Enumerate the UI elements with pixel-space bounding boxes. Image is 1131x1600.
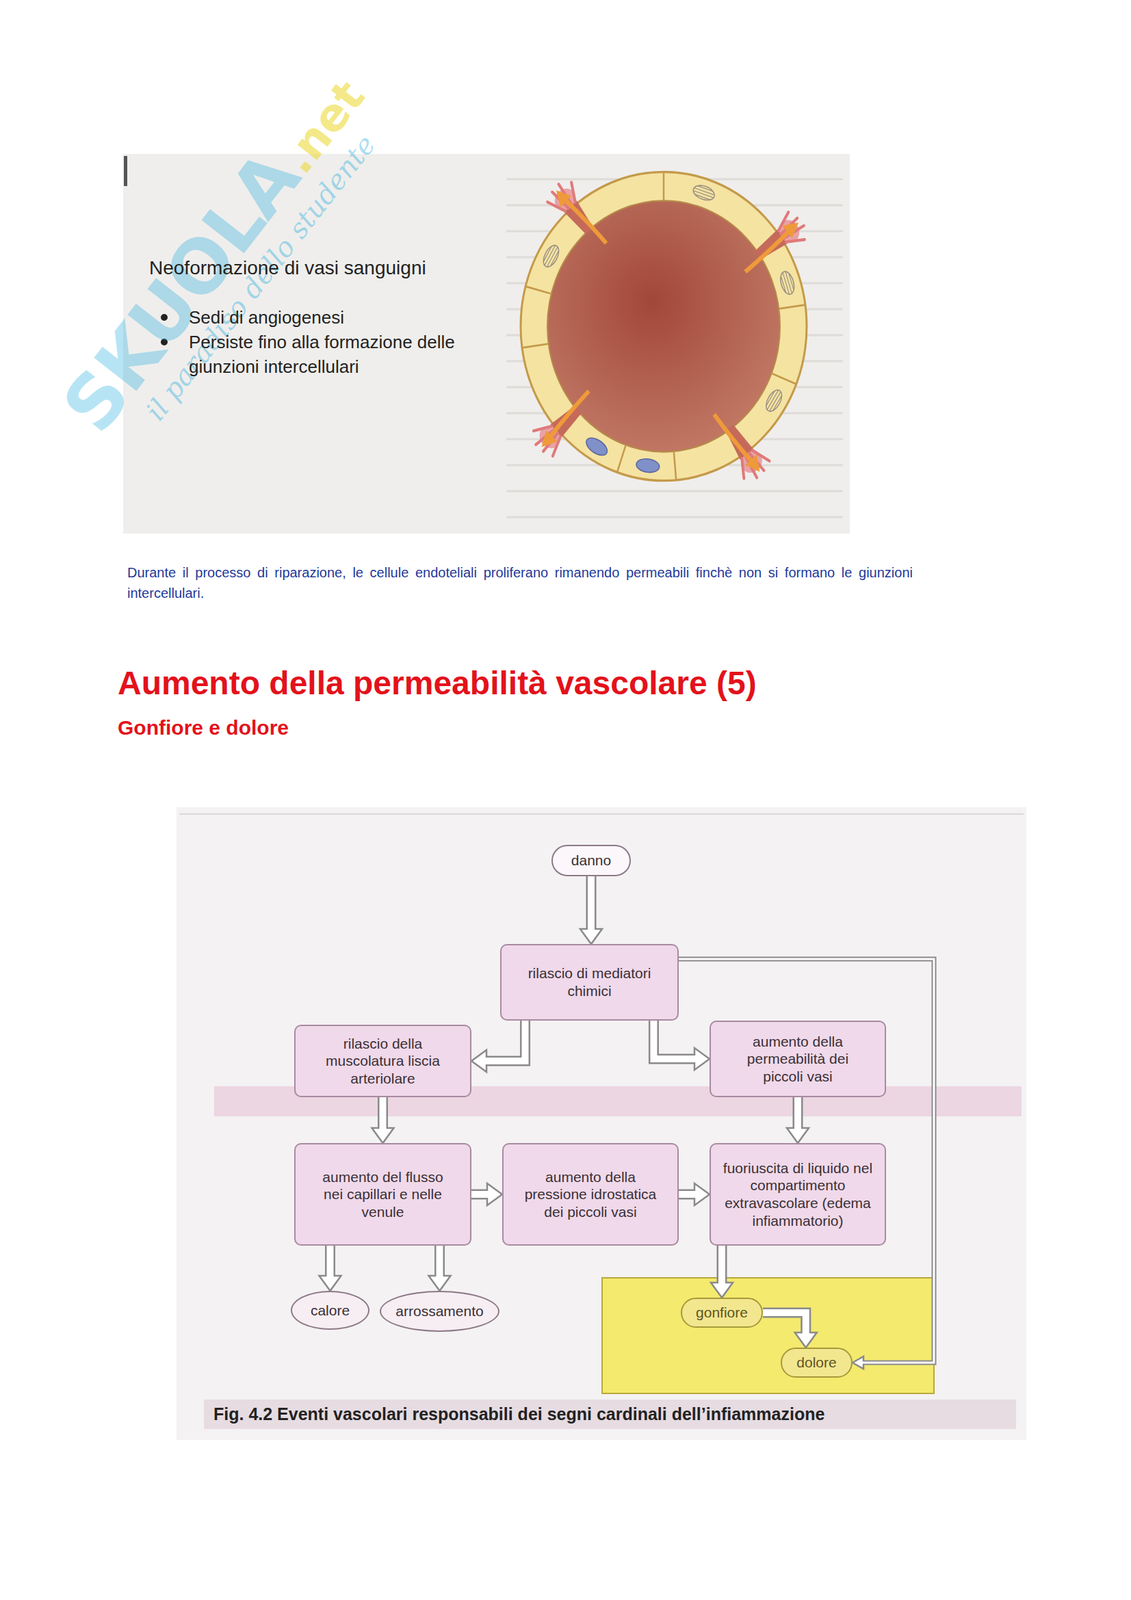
arrow-head <box>471 1050 487 1073</box>
process-box: rilascio della muscolatura liscia arteri… <box>294 1024 472 1098</box>
scan-rule <box>179 813 1024 815</box>
flow-arrow <box>678 959 934 1370</box>
process-box: aumento della pressione idrostatica dei … <box>502 1143 679 1246</box>
flow-arrow <box>471 1020 526 1073</box>
arrow-fill <box>762 1313 806 1335</box>
scan-mark <box>123 156 128 187</box>
arrow-fill <box>327 1245 334 1279</box>
arrow-fill <box>794 1097 802 1131</box>
sign-pill: gonfiore <box>680 1297 763 1329</box>
arrow-fill <box>436 1245 444 1279</box>
node-text: rilascio della muscolatura liscia arteri… <box>311 1035 455 1088</box>
node-text: rilascio di mediatori chimici <box>521 964 659 1000</box>
flow-arrow <box>653 1020 710 1071</box>
arrow-head <box>786 1128 809 1144</box>
arrow-fill <box>678 959 934 1363</box>
page-title: Aumento della permeabilità vascolare (5) <box>117 663 1042 704</box>
highlight-box <box>602 1278 934 1394</box>
vessel-illustration <box>520 171 811 485</box>
scan-ground <box>176 807 1027 1441</box>
arrow-fill <box>653 1020 697 1060</box>
node-text: aumento della permeabilità dei piccoli v… <box>729 1033 867 1086</box>
process-box: fuoriuscita di liquido nel compartimento… <box>709 1143 887 1246</box>
flow-arrow <box>319 1245 342 1292</box>
illustration-heading: Neoformazione di vasi sanguigni <box>149 255 533 280</box>
process-box: rilascio di mediatori chimici <box>500 944 679 1021</box>
flow-arrow <box>762 1313 817 1348</box>
flow-arrow <box>471 1183 503 1206</box>
arrow-head <box>319 1276 342 1292</box>
arrow-fill <box>471 1191 490 1199</box>
arrow-head <box>710 1282 733 1298</box>
node-text: arrossamento <box>395 1302 484 1321</box>
arrow-fill <box>484 1020 526 1062</box>
sign-pill: dolore <box>780 1347 853 1378</box>
arrow-fill <box>718 1245 726 1285</box>
arrow-head <box>372 1128 395 1144</box>
bullet-item: Persiste fino alla formazione delle giun… <box>188 329 490 380</box>
arrow-head <box>487 1183 503 1206</box>
arrow-head <box>429 1276 451 1292</box>
flow-arrow <box>678 1183 710 1206</box>
arrow-head <box>580 929 603 945</box>
sign-ellipse: arrossamento <box>379 1291 500 1333</box>
arrow-fill <box>678 1191 697 1199</box>
figure-caption: Fig. 4.2 Eventi vascolari responsabili d… <box>203 1399 1017 1430</box>
flow-arrow <box>710 1245 733 1298</box>
bullet-item: Sedi di angiogenesi <box>188 305 490 330</box>
explanatory-note: Durante il processo di riparazione, le c… <box>127 562 913 604</box>
node-text: dolore <box>796 1354 837 1372</box>
arrow-head <box>694 1183 710 1206</box>
arrow-outline <box>653 1020 695 1060</box>
arrow-head <box>795 1332 817 1348</box>
start-pill: danno <box>551 845 631 877</box>
node-text: gonfiore <box>695 1304 748 1322</box>
node-text: danno <box>571 851 611 870</box>
flow-arrow <box>429 1245 451 1292</box>
process-box: aumento della permeabilità dei piccoli v… <box>709 1020 887 1098</box>
process-box: aumento del flusso nei capillari e nelle… <box>294 1143 472 1246</box>
arrow-fill <box>379 1097 387 1131</box>
arrow-outline <box>486 1020 526 1062</box>
node-text: calore <box>310 1302 350 1320</box>
flow-arrow <box>786 1097 809 1144</box>
arrow-head <box>694 1048 710 1071</box>
page-subtitle: Gonfiore e dolore <box>117 715 666 741</box>
node-text: aumento del flusso nei capillari e nelle… <box>314 1168 452 1222</box>
flow-arrow <box>580 876 603 945</box>
flow-arrow <box>372 1097 395 1144</box>
arrow-fill <box>587 876 595 932</box>
node-text: fuoriuscita di liquido nel compartimento… <box>716 1159 880 1230</box>
arrow-outline <box>678 959 934 1363</box>
sign-ellipse: calore <box>290 1291 370 1331</box>
node-text: aumento della pressione idrostatica dei … <box>522 1168 659 1222</box>
